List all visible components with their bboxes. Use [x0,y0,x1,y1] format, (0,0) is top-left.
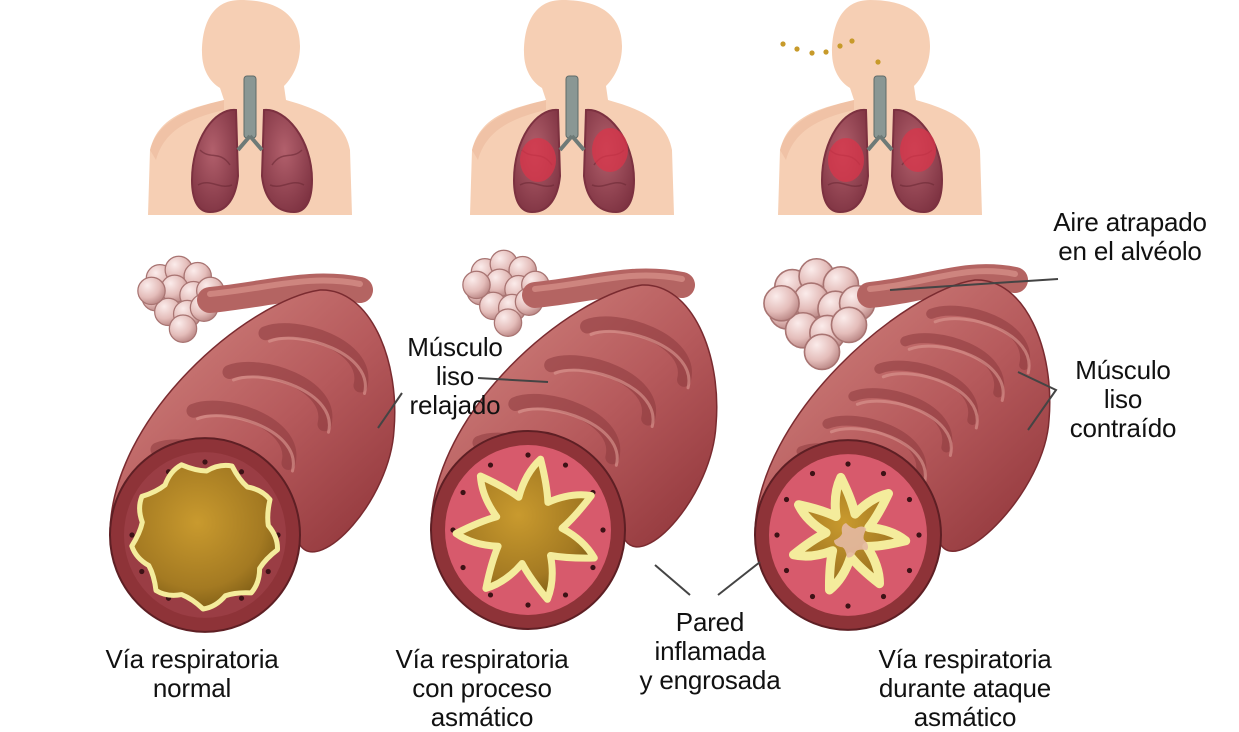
inhaled-particles-icon [780,41,786,47]
alveoli-cluster-icon [462,249,550,337]
alveoli-cluster-icon [763,257,876,371]
leader-trapped-air [889,278,1059,291]
bronchiole-icon [430,268,718,630]
inhaled-particles-icon [823,49,829,55]
leader-muscle-relaxed [377,392,403,429]
trachea-icon [243,75,257,139]
torso-2 [470,0,674,215]
bronchiole-icon [754,264,1051,631]
torso-3 [778,0,982,215]
label-muscle-relaxed: Músculo liso relajado [407,332,503,420]
trachea-icon [565,75,579,139]
leader-inflamed-wall [654,564,691,596]
leader-muscle-contracted [1017,371,1058,431]
label-inflamed-wall: Pared inflamada y engrosada [639,607,781,695]
inhaled-particles-icon [809,50,815,56]
inhaled-particles-icon [875,59,881,65]
leader-inflamed-wall [717,561,761,596]
label-airway-attack: Vía respiratoria durante ataque asmático [878,644,1052,732]
leader-muscle-relaxed [477,377,549,383]
label-airway-asthmatic: Vía respiratoria con proceso asmático [395,644,569,732]
bronchiole-icon [109,273,396,633]
inhaled-particles-icon [837,43,843,49]
label-muscle-contracted: Músculo liso contraído [1069,355,1177,443]
label-trapped-air: Aire atrapado en el alvéolo [1053,207,1207,266]
inhaled-particles-icon [794,46,800,52]
label-airway-normal: Vía respiratoria normal [105,644,279,703]
trachea-icon [873,75,887,139]
inhaled-particles-icon [849,38,855,44]
torso-1 [148,0,352,215]
